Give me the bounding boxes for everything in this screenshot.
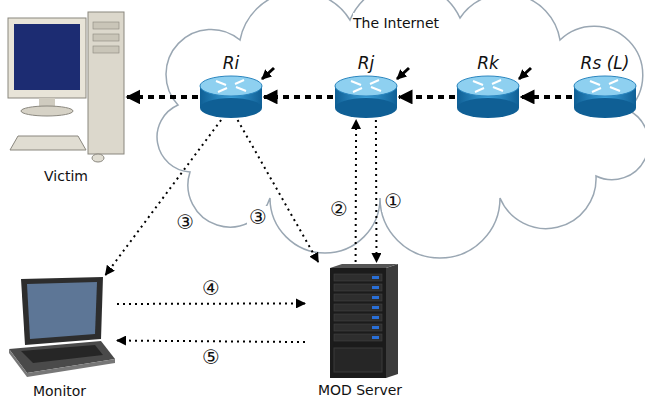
router-arrows bbox=[216, 80, 246, 92]
router-top bbox=[335, 76, 397, 96]
router-arrow bbox=[236, 87, 246, 91]
server-bay bbox=[334, 304, 382, 311]
server-led bbox=[372, 296, 379, 299]
router-arrow bbox=[493, 87, 503, 91]
server-grille bbox=[334, 348, 382, 372]
victim-computer: Victim bbox=[5, 8, 127, 186]
laptop-edge bbox=[9, 349, 115, 377]
router-arrow bbox=[473, 81, 483, 85]
drive-bay bbox=[93, 22, 119, 29]
server-led bbox=[372, 326, 379, 329]
server-icon bbox=[320, 262, 400, 380]
router-arrow bbox=[370, 80, 379, 84]
router-arrow bbox=[610, 87, 620, 91]
router-arrows bbox=[473, 80, 503, 92]
server-led bbox=[372, 316, 379, 319]
server-bay bbox=[334, 274, 382, 281]
router-icon bbox=[333, 74, 399, 120]
router-arrow bbox=[351, 81, 361, 85]
callout-number: ④ bbox=[200, 277, 222, 299]
router: Rk bbox=[455, 52, 521, 120]
drive-bay bbox=[93, 34, 119, 41]
router-base bbox=[574, 98, 636, 118]
router-arrow bbox=[492, 80, 501, 84]
server-led bbox=[372, 276, 379, 279]
server-bay bbox=[334, 334, 382, 341]
laptop-screen bbox=[27, 282, 97, 339]
server-bay bbox=[334, 284, 382, 291]
control-arrow bbox=[117, 302, 305, 305]
server-bay bbox=[334, 294, 382, 301]
router-arrow bbox=[353, 88, 362, 92]
tower bbox=[88, 12, 124, 154]
router-label: Rs (L) bbox=[581, 52, 630, 74]
internet-cloud: The InternetRi Rj Rk Rs (L) bbox=[150, 0, 642, 205]
router-arrows bbox=[351, 80, 381, 92]
router-base bbox=[200, 98, 262, 118]
router: Ri bbox=[198, 52, 264, 120]
monitor-laptop: Monitor bbox=[2, 275, 117, 401]
server-top bbox=[330, 264, 398, 268]
callout-number: ③ bbox=[174, 211, 196, 233]
monitor-frame bbox=[8, 18, 86, 98]
router-top bbox=[574, 76, 636, 96]
router-label: Rk bbox=[477, 52, 499, 74]
server-bay bbox=[334, 314, 382, 321]
callout-number: ② bbox=[328, 198, 350, 220]
router-top bbox=[200, 76, 262, 96]
router-icon bbox=[572, 74, 638, 120]
server-side bbox=[386, 264, 398, 378]
device-label: Monitor bbox=[33, 381, 86, 401]
control-arrow bbox=[117, 341, 305, 343]
device-label: MOD Server bbox=[318, 380, 402, 400]
router: Rs (L) bbox=[572, 52, 638, 120]
cloud-title: The Internet bbox=[353, 13, 439, 33]
router-arrow bbox=[590, 81, 600, 85]
router-base bbox=[335, 98, 397, 118]
router-arrow bbox=[609, 80, 618, 84]
router-arrow bbox=[592, 88, 601, 92]
router-label: Rj bbox=[358, 52, 375, 74]
router-arrow bbox=[218, 88, 227, 92]
callout-number: ① bbox=[382, 190, 404, 212]
callout-number: ⑤ bbox=[200, 346, 222, 368]
router-arrow bbox=[371, 87, 381, 91]
server-led bbox=[372, 306, 379, 309]
mouse bbox=[92, 154, 104, 162]
keyboard bbox=[10, 136, 86, 150]
cloud-path bbox=[157, 0, 645, 258]
laptop-icon bbox=[5, 275, 115, 381]
router-label: Ri bbox=[223, 52, 240, 74]
drive-bay bbox=[93, 46, 119, 53]
mod-server: MOD Server bbox=[305, 262, 415, 400]
router-arrow bbox=[475, 88, 484, 92]
server-bay bbox=[334, 324, 382, 331]
server-led bbox=[372, 336, 379, 339]
monitor-screen bbox=[14, 24, 80, 90]
router-base bbox=[457, 98, 519, 118]
pc-icon bbox=[6, 8, 126, 166]
device-label: Victim bbox=[44, 166, 88, 186]
router-top bbox=[457, 76, 519, 96]
router-arrow bbox=[235, 80, 244, 84]
server-front bbox=[330, 268, 386, 378]
monitor-base bbox=[21, 106, 73, 116]
server-led bbox=[372, 286, 379, 289]
router-icon bbox=[198, 74, 264, 120]
router-arrow bbox=[216, 81, 226, 85]
router-icon bbox=[455, 74, 521, 120]
laptop-lid bbox=[21, 277, 103, 345]
laptop-keyboard bbox=[21, 345, 103, 363]
callout-number: ③ bbox=[247, 206, 269, 228]
router-arrows bbox=[590, 80, 620, 92]
router: Rj bbox=[333, 52, 399, 120]
